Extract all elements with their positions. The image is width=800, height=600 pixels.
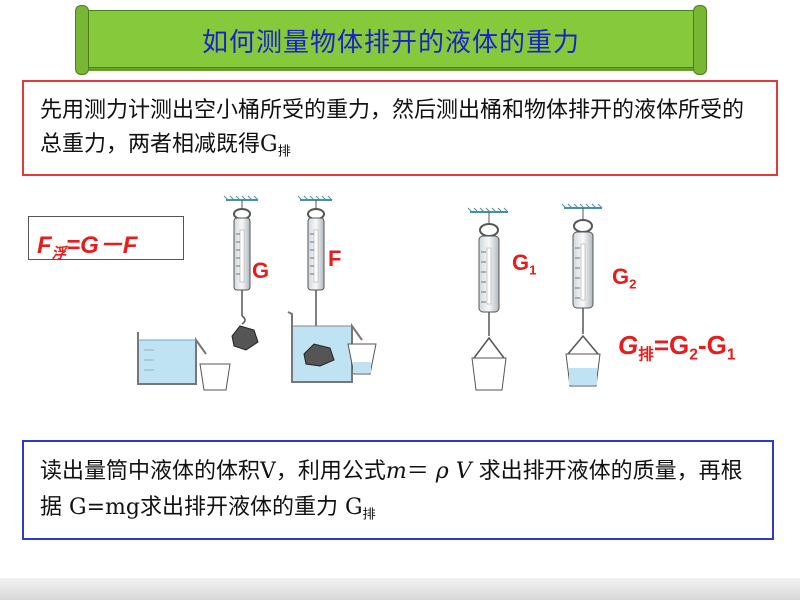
footer-bar bbox=[0, 578, 800, 600]
small-bucket-right bbox=[347, 343, 377, 375]
overflow-beaker-left bbox=[137, 332, 207, 385]
scroll-curl-left bbox=[75, 5, 89, 75]
scroll-curl-right bbox=[693, 5, 707, 75]
slide-title: 如何测量物体排开的液体的重力 bbox=[201, 28, 580, 58]
spring-scale-empty-weight bbox=[223, 195, 259, 351]
title-banner: 如何测量物体排开的液体的重力 bbox=[75, 5, 707, 75]
spring-scale-full-bucket bbox=[561, 203, 603, 387]
method2-text: 读出量筒中液体的体积V，利用公式m＝ ρ V 求出排开液体的质量，再根据 G=m… bbox=[40, 459, 743, 523]
spring-scale-empty-bucket bbox=[467, 207, 509, 391]
method1-sub: 排 bbox=[277, 144, 291, 160]
small-bucket-left bbox=[199, 363, 231, 391]
buoyancy-formula: F浮=G－F bbox=[37, 232, 138, 263]
spring-scale-in-water bbox=[297, 195, 333, 336]
label-G2: G2 bbox=[612, 264, 637, 292]
label-G1: G1 bbox=[512, 250, 537, 278]
experiment-illustration bbox=[137, 195, 603, 391]
method1-text: 先用测力计测出空小桶所受的重力，然后测出桶和物体排开的液体所受的总重力，两者相减… bbox=[40, 94, 764, 170]
method2-box: 读出量筒中液体的体积V，利用公式m＝ ρ V 求出排开液体的质量，再根据 G=m… bbox=[22, 440, 774, 540]
label-G: G bbox=[252, 258, 270, 283]
method1-body: 先用测力计测出空小桶所受的重力，然后测出桶和物体排开的液体所受的总重力，两者相减… bbox=[40, 98, 745, 157]
method1-box: 先用测力计测出空小桶所受的重力，然后测出桶和物体排开的液体所受的总重力，两者相减… bbox=[22, 80, 778, 176]
displaced-formula: G排=G2-G1 bbox=[618, 330, 736, 364]
label-F: F bbox=[328, 246, 342, 271]
buoyancy-formula-box: F浮=G－F bbox=[28, 216, 184, 263]
